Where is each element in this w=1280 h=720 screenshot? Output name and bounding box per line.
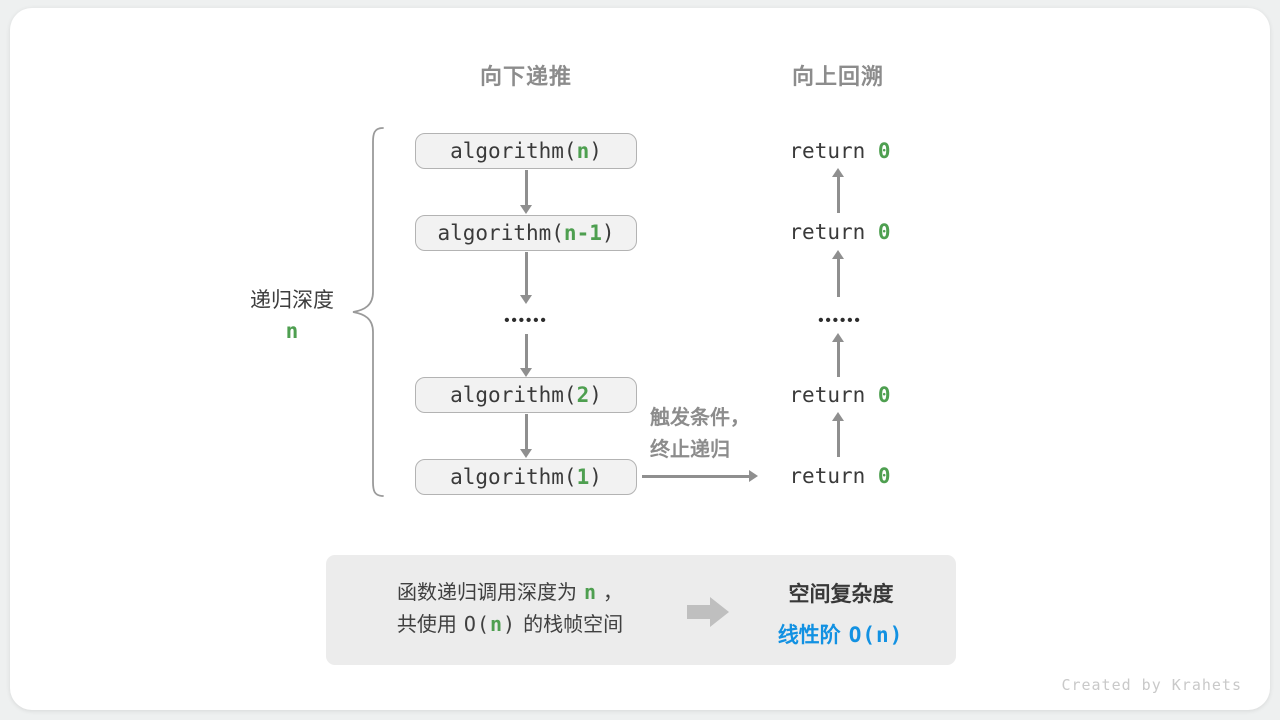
call-box-n: algorithm(n): [415, 133, 637, 169]
base-case-note-line1: 触发条件，: [650, 407, 750, 429]
down-arrow-icon: [521, 170, 531, 214]
result-text: 线性阶: [777, 624, 841, 647]
summary-panel: [326, 555, 956, 665]
call-close: ): [601, 221, 615, 245]
call-fn: algorithm(: [450, 383, 577, 407]
up-arrow-icon: [833, 412, 843, 457]
down-arrow-icon: [521, 334, 531, 377]
summary-right-title: 空间复杂度: [788, 583, 894, 606]
call-close: ): [589, 465, 602, 489]
depth-value: n: [285, 319, 299, 343]
summary-n: n: [490, 612, 504, 636]
return-value: 0: [877, 139, 891, 163]
up-arrow-icon: [833, 168, 843, 213]
credit-text: Created by Krahets: [1061, 676, 1242, 694]
call-fn: algorithm(: [450, 139, 577, 163]
result-code: O(: [848, 623, 876, 647]
call-box-2: algorithm(2): [415, 377, 637, 413]
right-arrow-icon: [642, 471, 758, 481]
result-code: ): [889, 623, 904, 647]
call-fn: algorithm(: [450, 465, 577, 489]
header-downward-recursion: 向下递推: [479, 64, 572, 89]
return-row: return 0: [740, 384, 940, 406]
summary-code: ): [503, 612, 517, 636]
return-keyword: return: [789, 383, 866, 407]
up-arrow-icon: [833, 250, 843, 297]
down-arrow-icon: [521, 252, 531, 304]
result-big-o: O(n): [849, 623, 904, 647]
depth-brace: [352, 127, 384, 497]
summary-n: n: [583, 580, 597, 604]
result-n: n: [875, 623, 890, 647]
call-arg: n-1: [563, 221, 602, 245]
call-close: ): [589, 139, 602, 163]
return-row: return 0: [740, 140, 940, 162]
up-arrow-icon: [833, 333, 843, 377]
return-value: 0: [877, 383, 891, 407]
return-row: return 0: [740, 465, 940, 487]
summary-text: 共使用: [396, 614, 457, 636]
return-keyword: return: [789, 464, 866, 488]
summary-left-line2: 共使用 O(n) 的栈帧空间: [330, 612, 690, 637]
return-value: 0: [877, 464, 891, 488]
call-box-n-1: algorithm(n-1): [415, 215, 637, 251]
down-arrow-icon: [521, 414, 531, 458]
return-value: 0: [877, 220, 891, 244]
call-arg: 2: [576, 383, 590, 407]
summary-big-o: O(n): [464, 612, 516, 636]
summary-left-line1: 函数递归调用深度为 n ，: [330, 580, 690, 605]
header-upward-backtracking: 向上回溯: [791, 64, 884, 89]
call-box-1: algorithm(1): [415, 459, 637, 495]
depth-label: 递归深度: [250, 289, 334, 312]
summary-right-result: 线性阶 O(n): [733, 619, 948, 649]
implies-arrow-icon: [687, 597, 729, 627]
base-case-note-line2: 终止递归: [650, 439, 730, 461]
summary-text: 函数递归调用深度为: [396, 582, 577, 604]
summary-text: 的栈帧空间: [523, 614, 624, 636]
call-close: ): [589, 383, 602, 407]
return-keyword: return: [789, 220, 866, 244]
summary-text: ，: [603, 582, 624, 604]
call-arg: n: [576, 139, 590, 163]
summary-code: O(: [463, 612, 490, 636]
stack-ellipsis: ••••••: [504, 312, 548, 329]
call-fn: algorithm(: [437, 221, 564, 245]
return-keyword: return: [789, 139, 866, 163]
return-ellipsis: ••••••: [818, 312, 862, 329]
call-arg: 1: [576, 465, 590, 489]
return-row: return 0: [740, 221, 940, 243]
